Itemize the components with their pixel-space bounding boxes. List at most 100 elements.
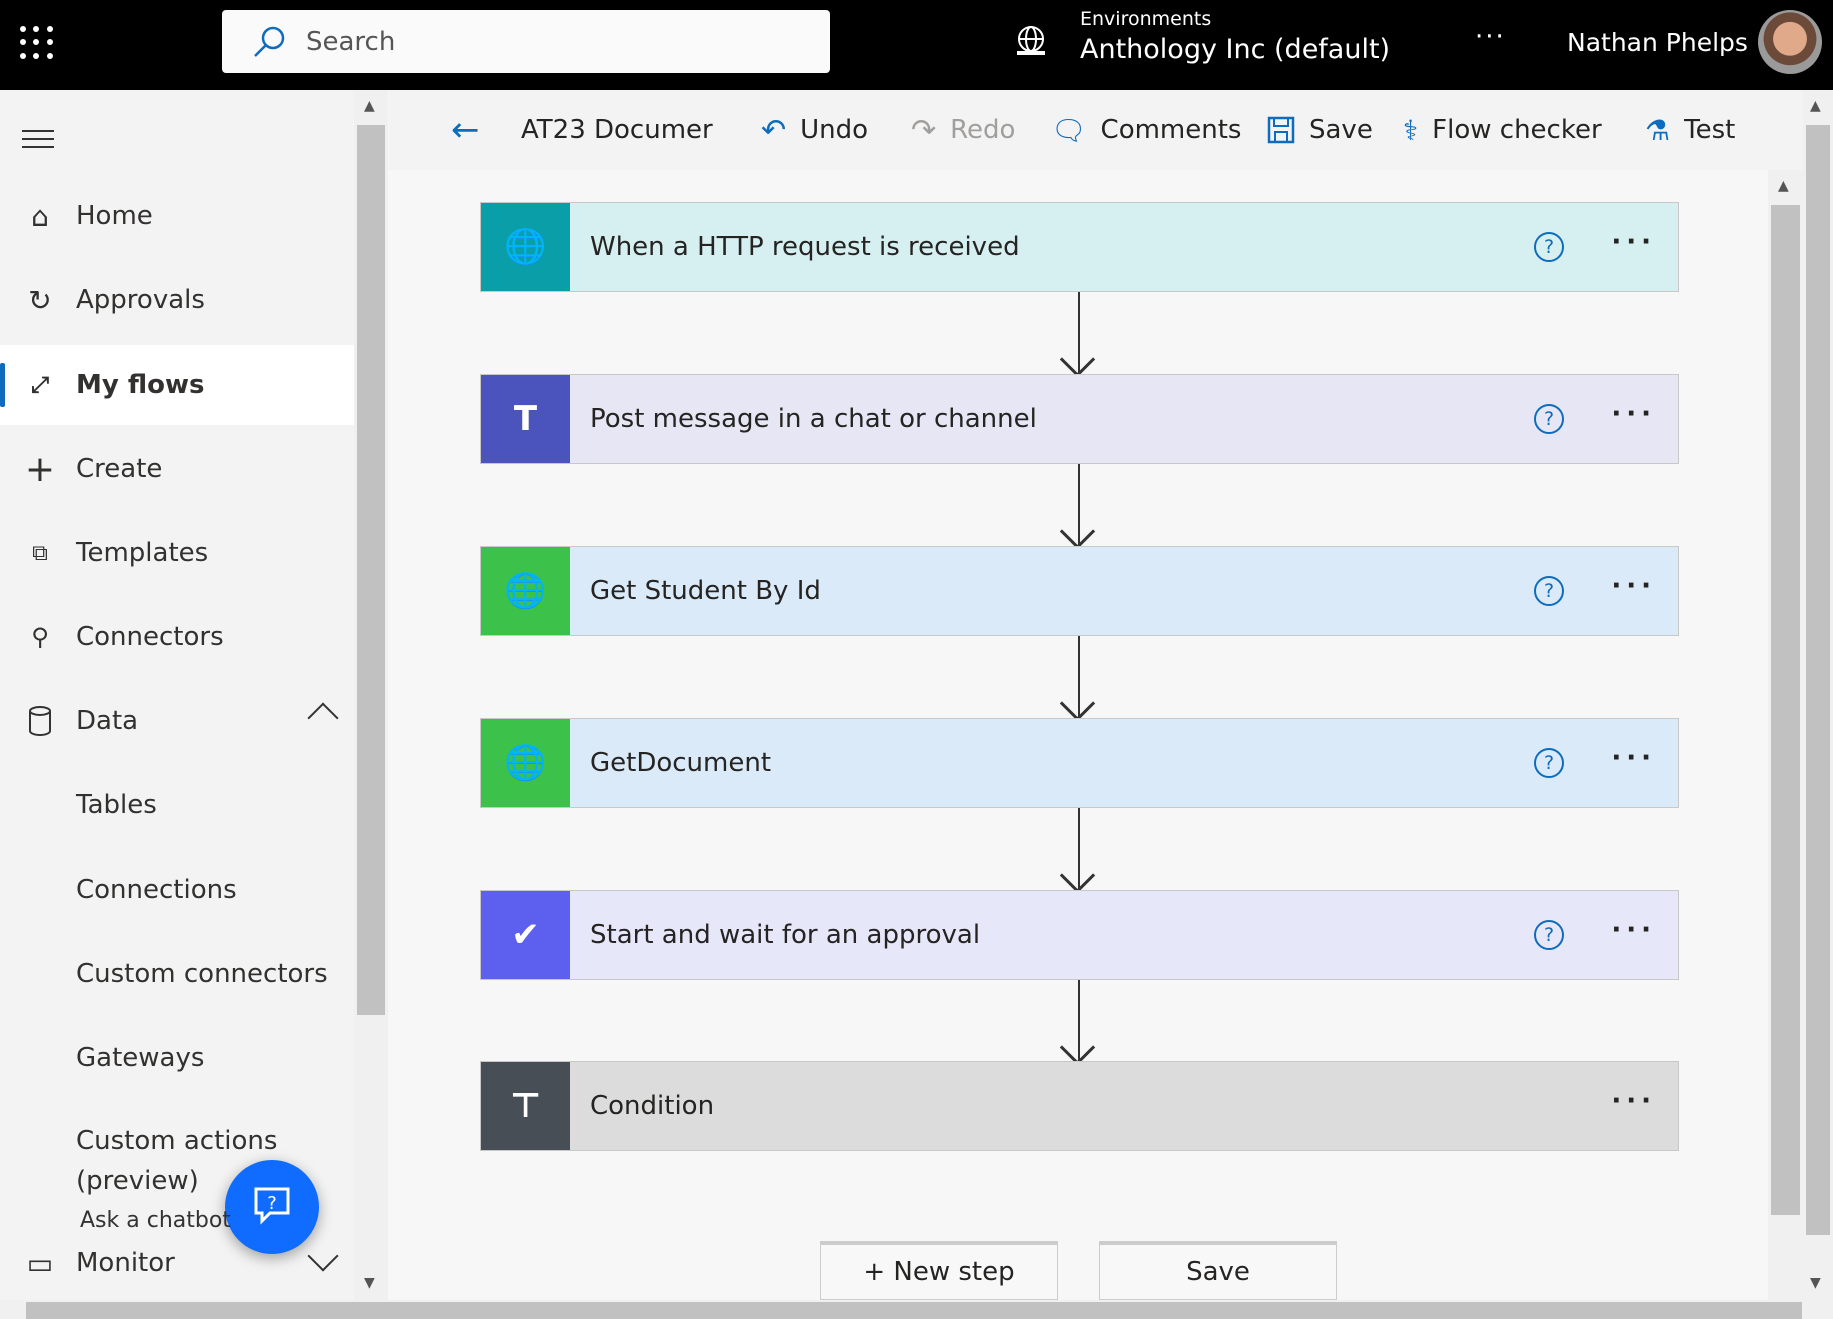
undo-icon: ↶: [761, 112, 787, 148]
save-label: Save: [1309, 115, 1373, 145]
http-globe-icon: 🌐: [481, 203, 570, 291]
sidebar-item-custom-connectors[interactable]: Custom connectors: [0, 934, 354, 1014]
top-bar: Search Environments Anthology Inc (defau…: [0, 0, 1833, 90]
connector-arrow: [1078, 292, 1080, 374]
flow-checker-button[interactable]: ⚕Flow checker: [1403, 110, 1602, 150]
custom-connector-icon: 🌐: [481, 719, 570, 807]
canvas-scrollbar-thumb[interactable]: [1771, 205, 1800, 1215]
sidebar-item-label: Data: [76, 706, 139, 736]
app-launcher-icon[interactable]: [20, 26, 56, 62]
help-icon[interactable]: ?: [1534, 748, 1564, 778]
search-input[interactable]: Search: [222, 10, 830, 73]
sidebar-scrollbar-thumb[interactable]: [357, 125, 385, 1015]
sidebar-item-label: Monitor: [76, 1248, 175, 1278]
environment-picker[interactable]: Anthology Inc (default): [1080, 34, 1391, 65]
step-title: Get Student By Id: [590, 576, 821, 606]
comments-button[interactable]: 🗨Comments: [1051, 110, 1241, 150]
step-more-options-button[interactable]: ···: [1611, 227, 1656, 257]
step-title: When a HTTP request is received: [590, 232, 1020, 262]
flow-name[interactable]: AT23 Documer: [521, 115, 713, 145]
sidebar-item-data[interactable]: Data: [0, 681, 354, 761]
flow-step-card[interactable]: 🌐 When a HTTP request is received? ···: [480, 202, 1679, 292]
redo-icon: ↷: [911, 112, 937, 148]
avatar[interactable]: [1758, 10, 1822, 74]
save-toolbar-button[interactable]: Save: [1267, 110, 1373, 150]
connector-arrow: [1078, 636, 1080, 718]
page-scrollbar-thumb[interactable]: [1806, 125, 1830, 1235]
sidebar-item-label: Connectors: [76, 622, 224, 652]
custom-connector-icon: 🌐: [481, 547, 570, 635]
sidebar-item-gateways[interactable]: Gateways: [0, 1018, 354, 1098]
step-more-options-button[interactable]: ···: [1611, 915, 1656, 945]
approvals-icon: ↻: [28, 283, 52, 317]
flow-step-card[interactable]: 🌐 GetDocument? ···: [480, 718, 1679, 808]
page-scroll-down-arrow[interactable]: ▼: [1810, 1275, 1821, 1291]
comment-icon: 🗨: [1051, 113, 1087, 147]
scroll-down-arrow[interactable]: ▼: [364, 1275, 375, 1291]
test-button[interactable]: ⚗ Test: [1645, 110, 1735, 150]
globe-icon: [1017, 26, 1045, 55]
sidebar-item-label: Home: [76, 201, 153, 231]
sidebar-item-label: Gateways: [76, 1043, 205, 1073]
undo-button[interactable]: ↶Undo: [761, 110, 868, 150]
redo-button[interactable]: ↷Redo: [911, 110, 1015, 150]
search-icon: [254, 26, 285, 57]
horizontal-scrollbar-thumb[interactable]: [26, 1302, 1802, 1319]
sidebar-item-approvals[interactable]: ↻ Approvals: [0, 260, 354, 340]
flow-checker-label: Flow checker: [1432, 115, 1602, 145]
save-button[interactable]: Save: [1099, 1241, 1337, 1300]
sidebar-item-label: (preview): [76, 1166, 199, 1196]
sidebar-item-label: Create: [76, 454, 163, 484]
step-more-options-button[interactable]: ···: [1611, 743, 1656, 773]
hamburger-menu-icon[interactable]: [22, 124, 54, 154]
help-icon[interactable]: ?: [1534, 232, 1564, 262]
sidebar-item-tables[interactable]: Tables: [0, 765, 354, 845]
sidebar-item-templates[interactable]: ⧉Templates: [0, 513, 354, 593]
sidebar-item-label: Custom actions: [76, 1126, 278, 1156]
flow-step-card[interactable]: ✔Start and wait for an approval?···: [480, 890, 1679, 980]
back-button[interactable]: ←: [451, 110, 480, 150]
sidebar-item-monitor[interactable]: ▭Monitor: [0, 1223, 354, 1300]
more-options-button[interactable]: ···: [1475, 22, 1506, 52]
step-more-options-button[interactable]: ···: [1611, 1086, 1656, 1116]
sidebar-item-connectors[interactable]: ⚲Connectors: [0, 597, 354, 677]
step-more-options-button[interactable]: ···: [1611, 399, 1656, 429]
new-step-button[interactable]: + New step: [820, 1241, 1058, 1300]
step-title: Start and wait for an approval: [590, 920, 981, 950]
flow-step-card[interactable]: 🌐 Get Student By Id? ···: [480, 546, 1679, 636]
sidebar-item-label: Connections: [76, 875, 237, 905]
chevron-up-icon[interactable]: [307, 702, 339, 734]
database-icon: [24, 705, 56, 737]
search-placeholder: Search: [306, 26, 396, 57]
sidebar-item-create[interactable]: +Create: [0, 429, 354, 509]
user-name[interactable]: Nathan Phelps: [1567, 28, 1748, 57]
sidebar-item-connections[interactable]: Connections: [0, 850, 354, 930]
sidebar-item-custom-actions-preview[interactable]: (preview): [0, 1141, 354, 1221]
sidebar-item-label: Custom connectors: [76, 959, 328, 989]
test-label: Test: [1684, 115, 1736, 145]
flask-icon: ⚗: [1645, 113, 1671, 147]
environments-label: Environments: [1080, 8, 1212, 30]
page-scroll-up-arrow[interactable]: ▲: [1810, 98, 1821, 114]
chat-help-icon: ?: [254, 1187, 290, 1225]
help-icon[interactable]: ?: [1534, 920, 1564, 950]
sidebar-item-my-flows[interactable]: ⤢My flows: [0, 345, 354, 425]
chevron-down-icon[interactable]: [307, 1240, 339, 1272]
sidebar-item-custom-actions[interactable]: Custom actions: [0, 1101, 354, 1181]
chatbot-button[interactable]: ?: [225, 1160, 319, 1254]
sidebar-item-label: Approvals: [76, 285, 205, 315]
step-more-options-button[interactable]: ···: [1611, 571, 1656, 601]
step-title: Condition: [590, 1091, 715, 1121]
flow-step-card[interactable]: ⊤Condition···: [480, 1061, 1679, 1151]
help-icon[interactable]: ?: [1534, 576, 1564, 606]
templates-icon: ⧉: [32, 540, 48, 566]
flow-toolbar: ← AT23 Documer ↶Undo ↷Redo 🗨Comments Sav…: [389, 90, 1803, 170]
sidebar-item-home[interactable]: ⌂ Home: [0, 176, 354, 256]
scroll-up-arrow[interactable]: ▲: [364, 98, 375, 114]
help-icon[interactable]: ?: [1534, 404, 1564, 434]
home-icon: ⌂: [31, 199, 49, 233]
sidebar-item-label: My flows: [76, 370, 205, 400]
step-title: GetDocument: [590, 748, 772, 778]
canvas-scroll-up-arrow[interactable]: ▲: [1778, 178, 1789, 194]
